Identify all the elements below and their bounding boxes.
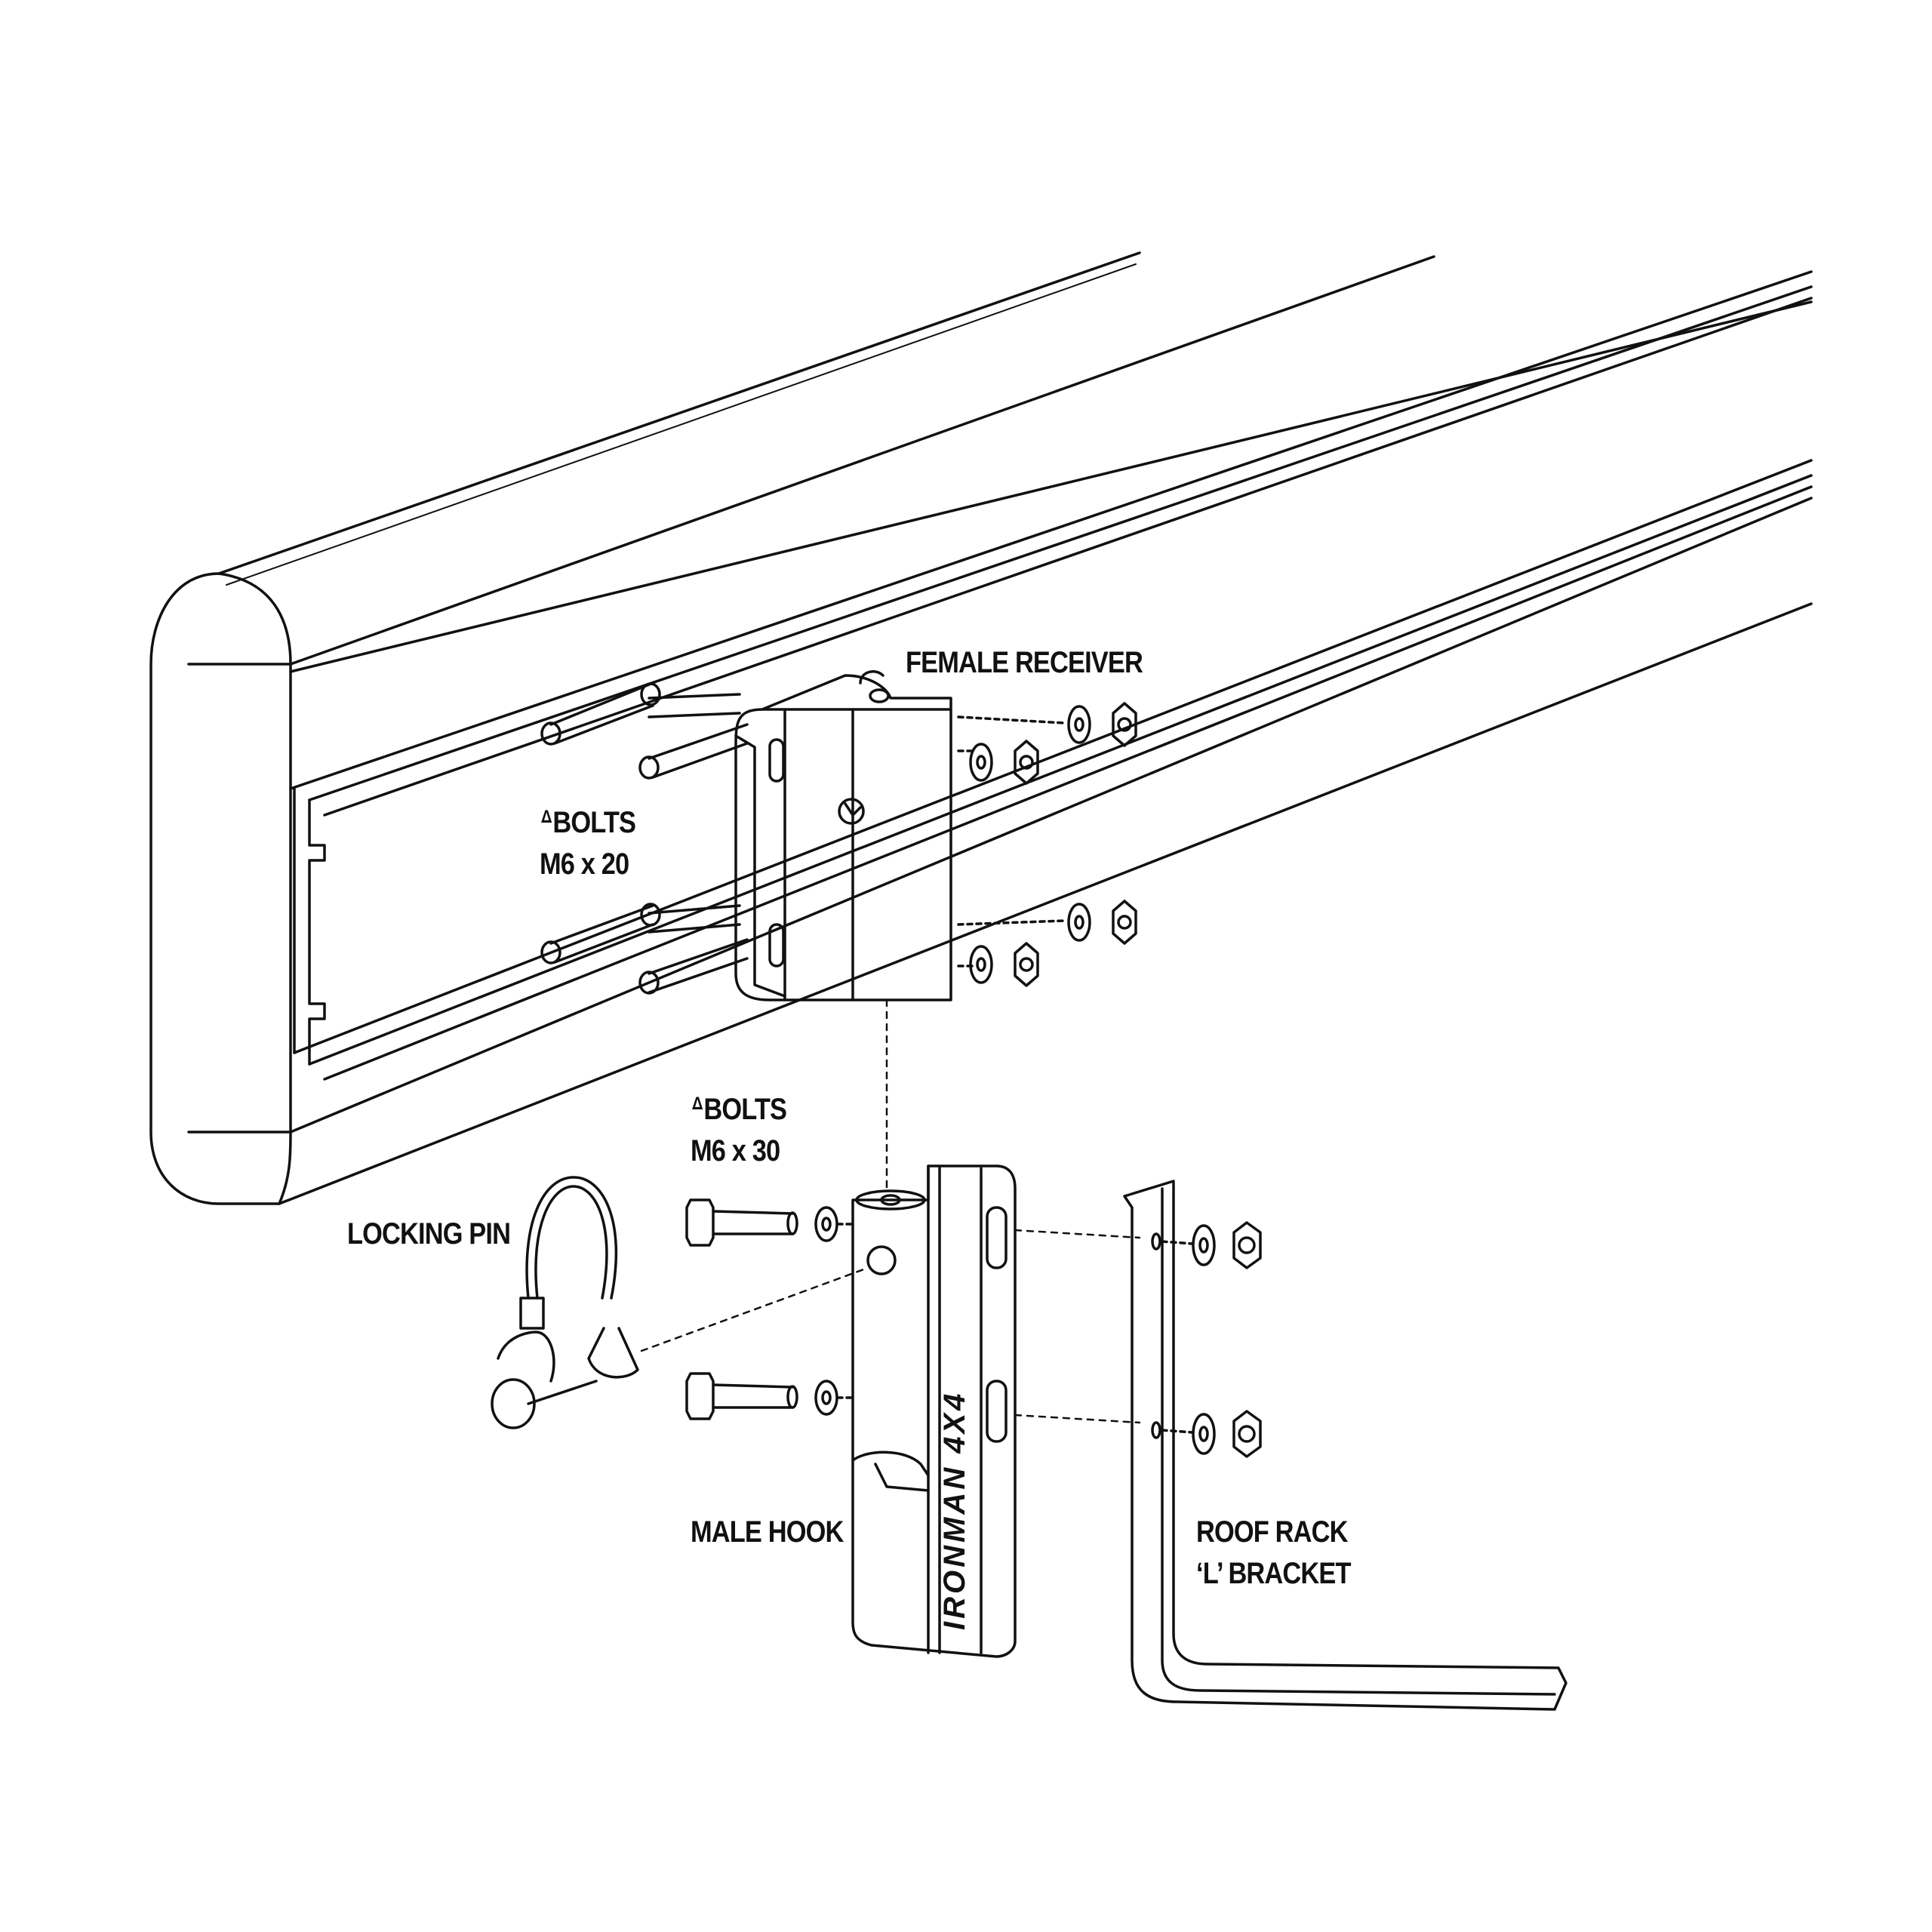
label-bolts-m6x20-line1: ᐞBOLTS (540, 806, 636, 839)
bolts-m6x30 (685, 1198, 854, 1420)
label-bolts-m6x30-line2: M6 x 30 (691, 1134, 780, 1168)
alignment-line-pin (640, 1266, 869, 1352)
female-receiver (734, 670, 952, 1001)
label-bolts-m6x20-line2: M6 x 20 (540, 848, 629, 881)
receiver-washers-nuts (957, 702, 1137, 987)
roof-rack-bar (149, 251, 1813, 1205)
roof-rack-l-bracket (1123, 1180, 1567, 1711)
label-female-receiver: FEMALE RECEIVER (906, 646, 1143, 679)
label-bolts-m6x30-line1: ᐞBOLTS (691, 1093, 787, 1126)
label-roof-rack-line1: ROOF RACK (1196, 1515, 1348, 1549)
bar-face-upper-line (289, 300, 1813, 673)
label-locking-pin: LOCKING PIN (347, 1217, 511, 1251)
bar-bottom-edge (278, 602, 1813, 1205)
male-hook (851, 1164, 1017, 1658)
bar-end-cap (149, 572, 292, 1205)
brand-text: IRONMAN 4X4 (938, 1391, 971, 1630)
bracket-washers-nuts (1161, 1221, 1262, 1458)
locking-pin (491, 1176, 639, 1429)
label-roof-rack-line2: ‘L’ BRACKET (1196, 1557, 1351, 1590)
bar-top-edge (217, 251, 1141, 575)
label-male-hook: MALE HOOK (691, 1515, 844, 1549)
bolts-m6x20 (540, 681, 749, 995)
